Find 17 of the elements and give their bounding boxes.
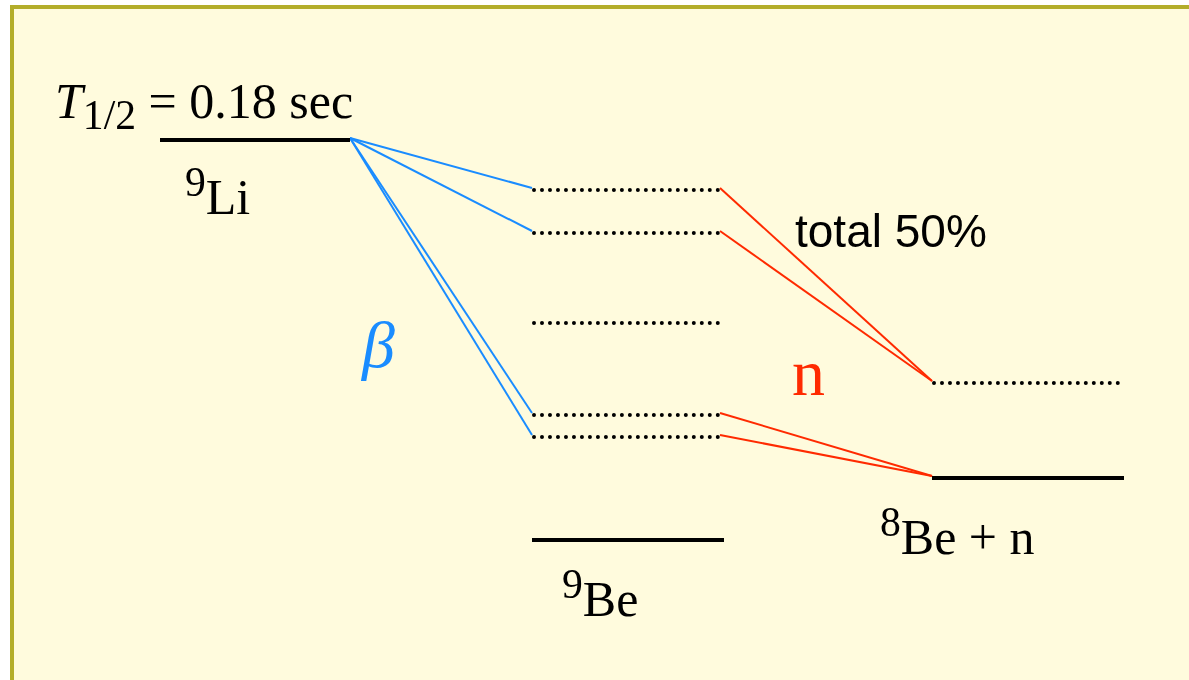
branching-note: total 50% xyxy=(795,208,987,254)
level-label: $^{8}$Be + n xyxy=(880,502,1035,562)
transition-line xyxy=(719,230,933,382)
transition-line xyxy=(719,434,933,477)
half-life-label: T$_{1/2}$ = 0.18 sec xyxy=(55,76,354,137)
dotted-energy-level xyxy=(532,413,720,417)
dotted-energy-level xyxy=(532,435,720,439)
level-label: $^{9}$Li xyxy=(185,162,251,222)
dotted-energy-level xyxy=(532,231,720,235)
dotted-energy-level xyxy=(532,321,720,325)
dotted-energy-level xyxy=(532,188,720,192)
transition-line xyxy=(349,137,533,189)
decay-symbol: n xyxy=(792,340,825,406)
level-label: $^{9}$Be xyxy=(562,564,639,624)
dotted-energy-level xyxy=(932,381,1120,385)
transition-line xyxy=(349,137,533,232)
transition-line xyxy=(719,187,933,382)
